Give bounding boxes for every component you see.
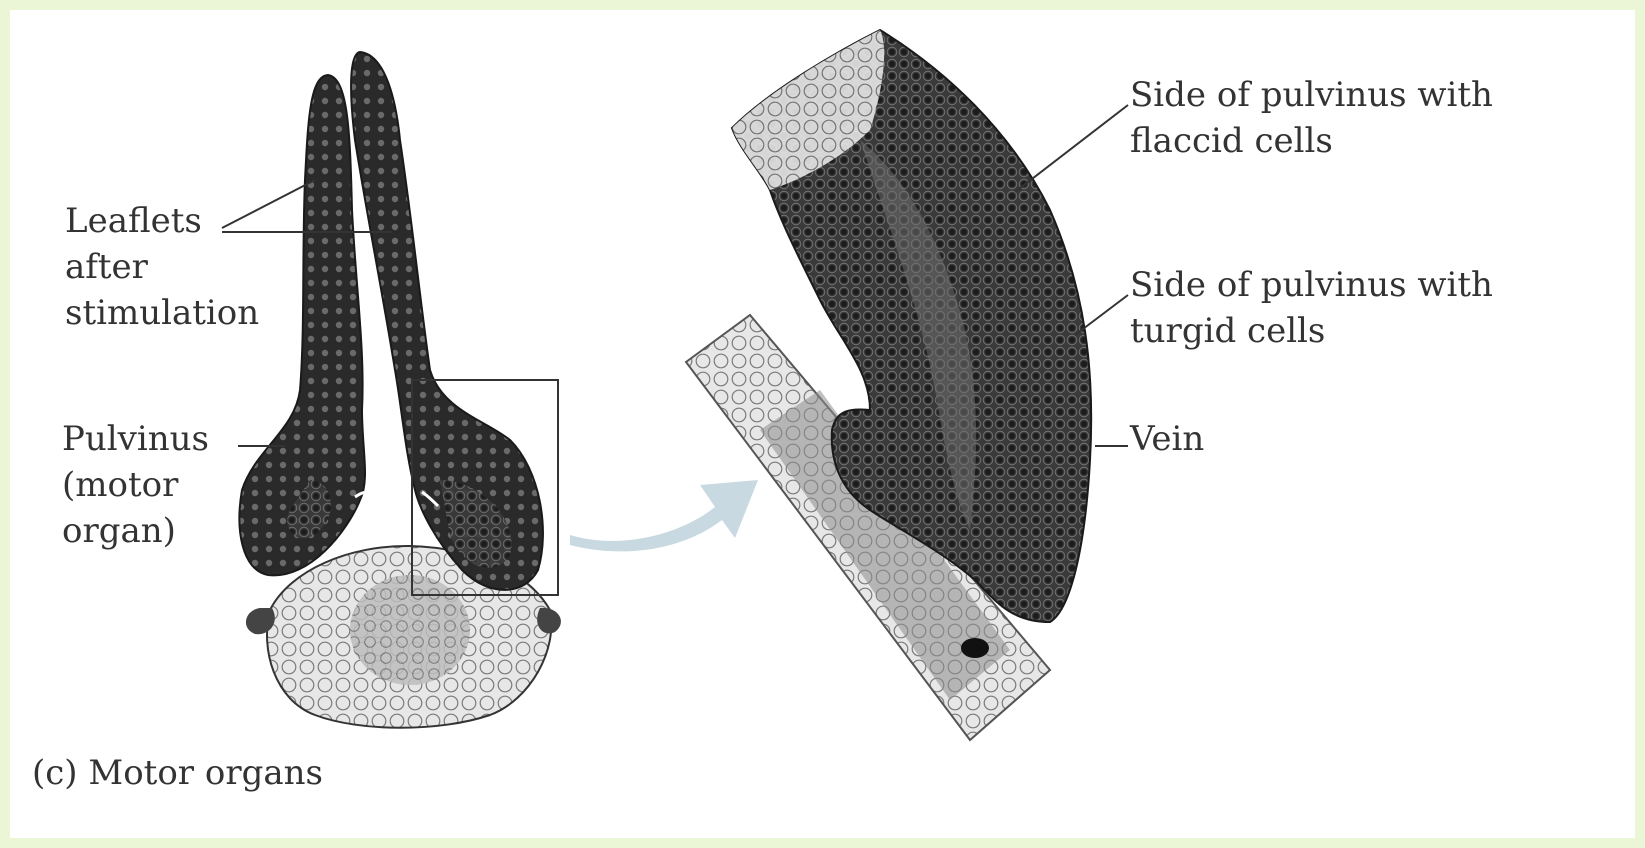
stem-core <box>350 575 470 685</box>
figure-caption: (c) Motor organs <box>32 750 323 796</box>
label-pulvinus: Pulvinus (motor organ) <box>62 416 209 554</box>
label-turgid-line1: Side of pulvinus with <box>1130 262 1493 308</box>
label-vein: Vein <box>1130 416 1204 462</box>
label-turgid-line2: turgid cells <box>1130 308 1493 354</box>
label-leaflets: Leaflets after stimulation <box>65 198 259 336</box>
figure-panel: Leaflets after stimulation Pulvinus (mot… <box>10 10 1635 838</box>
label-pulvinus-line2: (motor <box>62 462 209 508</box>
label-flaccid-line2: flaccid cells <box>1130 118 1493 164</box>
vascular-spot <box>961 638 989 658</box>
right-stub <box>537 608 561 634</box>
label-flaccid: Side of pulvinus with flaccid cells <box>1130 72 1493 164</box>
label-leaflets-line2: after <box>65 244 259 290</box>
label-turgid: Side of pulvinus with turgid cells <box>1130 262 1493 354</box>
label-pulvinus-line3: organ) <box>62 508 209 554</box>
left-specimen <box>239 52 560 728</box>
label-leaflets-line1: Leaflets <box>65 198 259 244</box>
leader-flaccid <box>1015 105 1128 192</box>
label-pulvinus-line1: Pulvinus <box>62 416 209 462</box>
right-specimen <box>686 30 1091 740</box>
label-leaflets-line3: stimulation <box>65 290 259 336</box>
label-flaccid-line1: Side of pulvinus with <box>1130 72 1493 118</box>
magnify-arrow <box>570 480 758 551</box>
